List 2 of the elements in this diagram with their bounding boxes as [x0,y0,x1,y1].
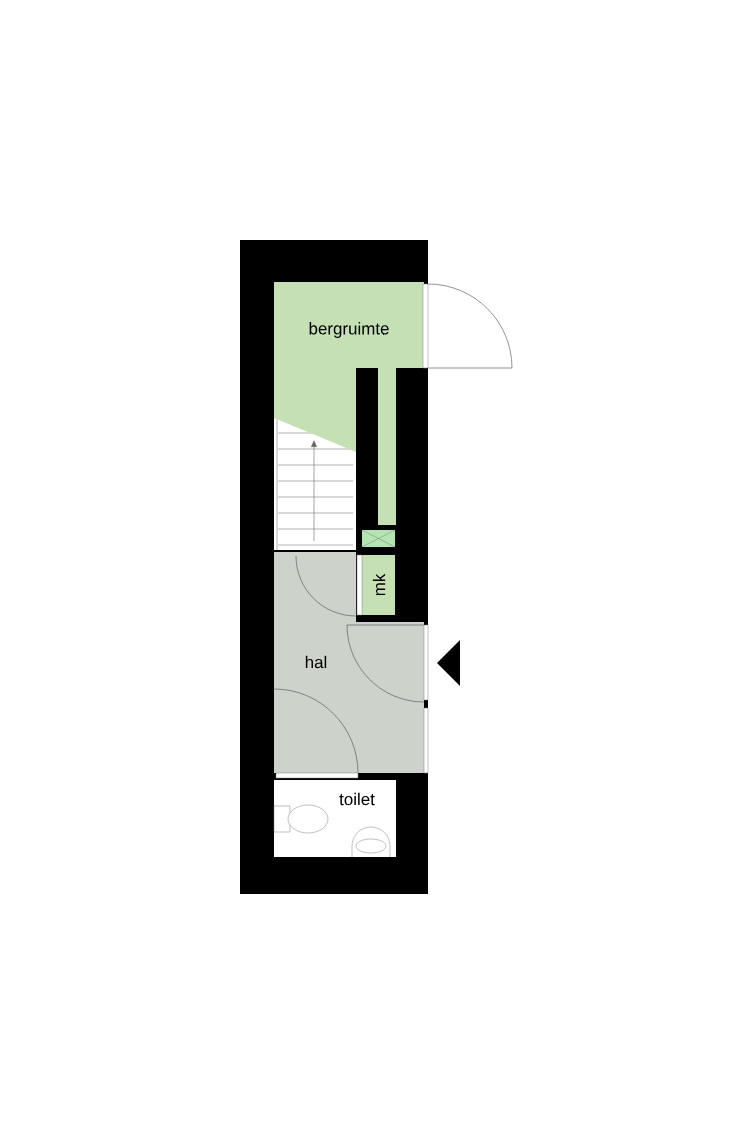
room: mk [362,555,395,615]
room: bergruimte [274,282,424,525]
